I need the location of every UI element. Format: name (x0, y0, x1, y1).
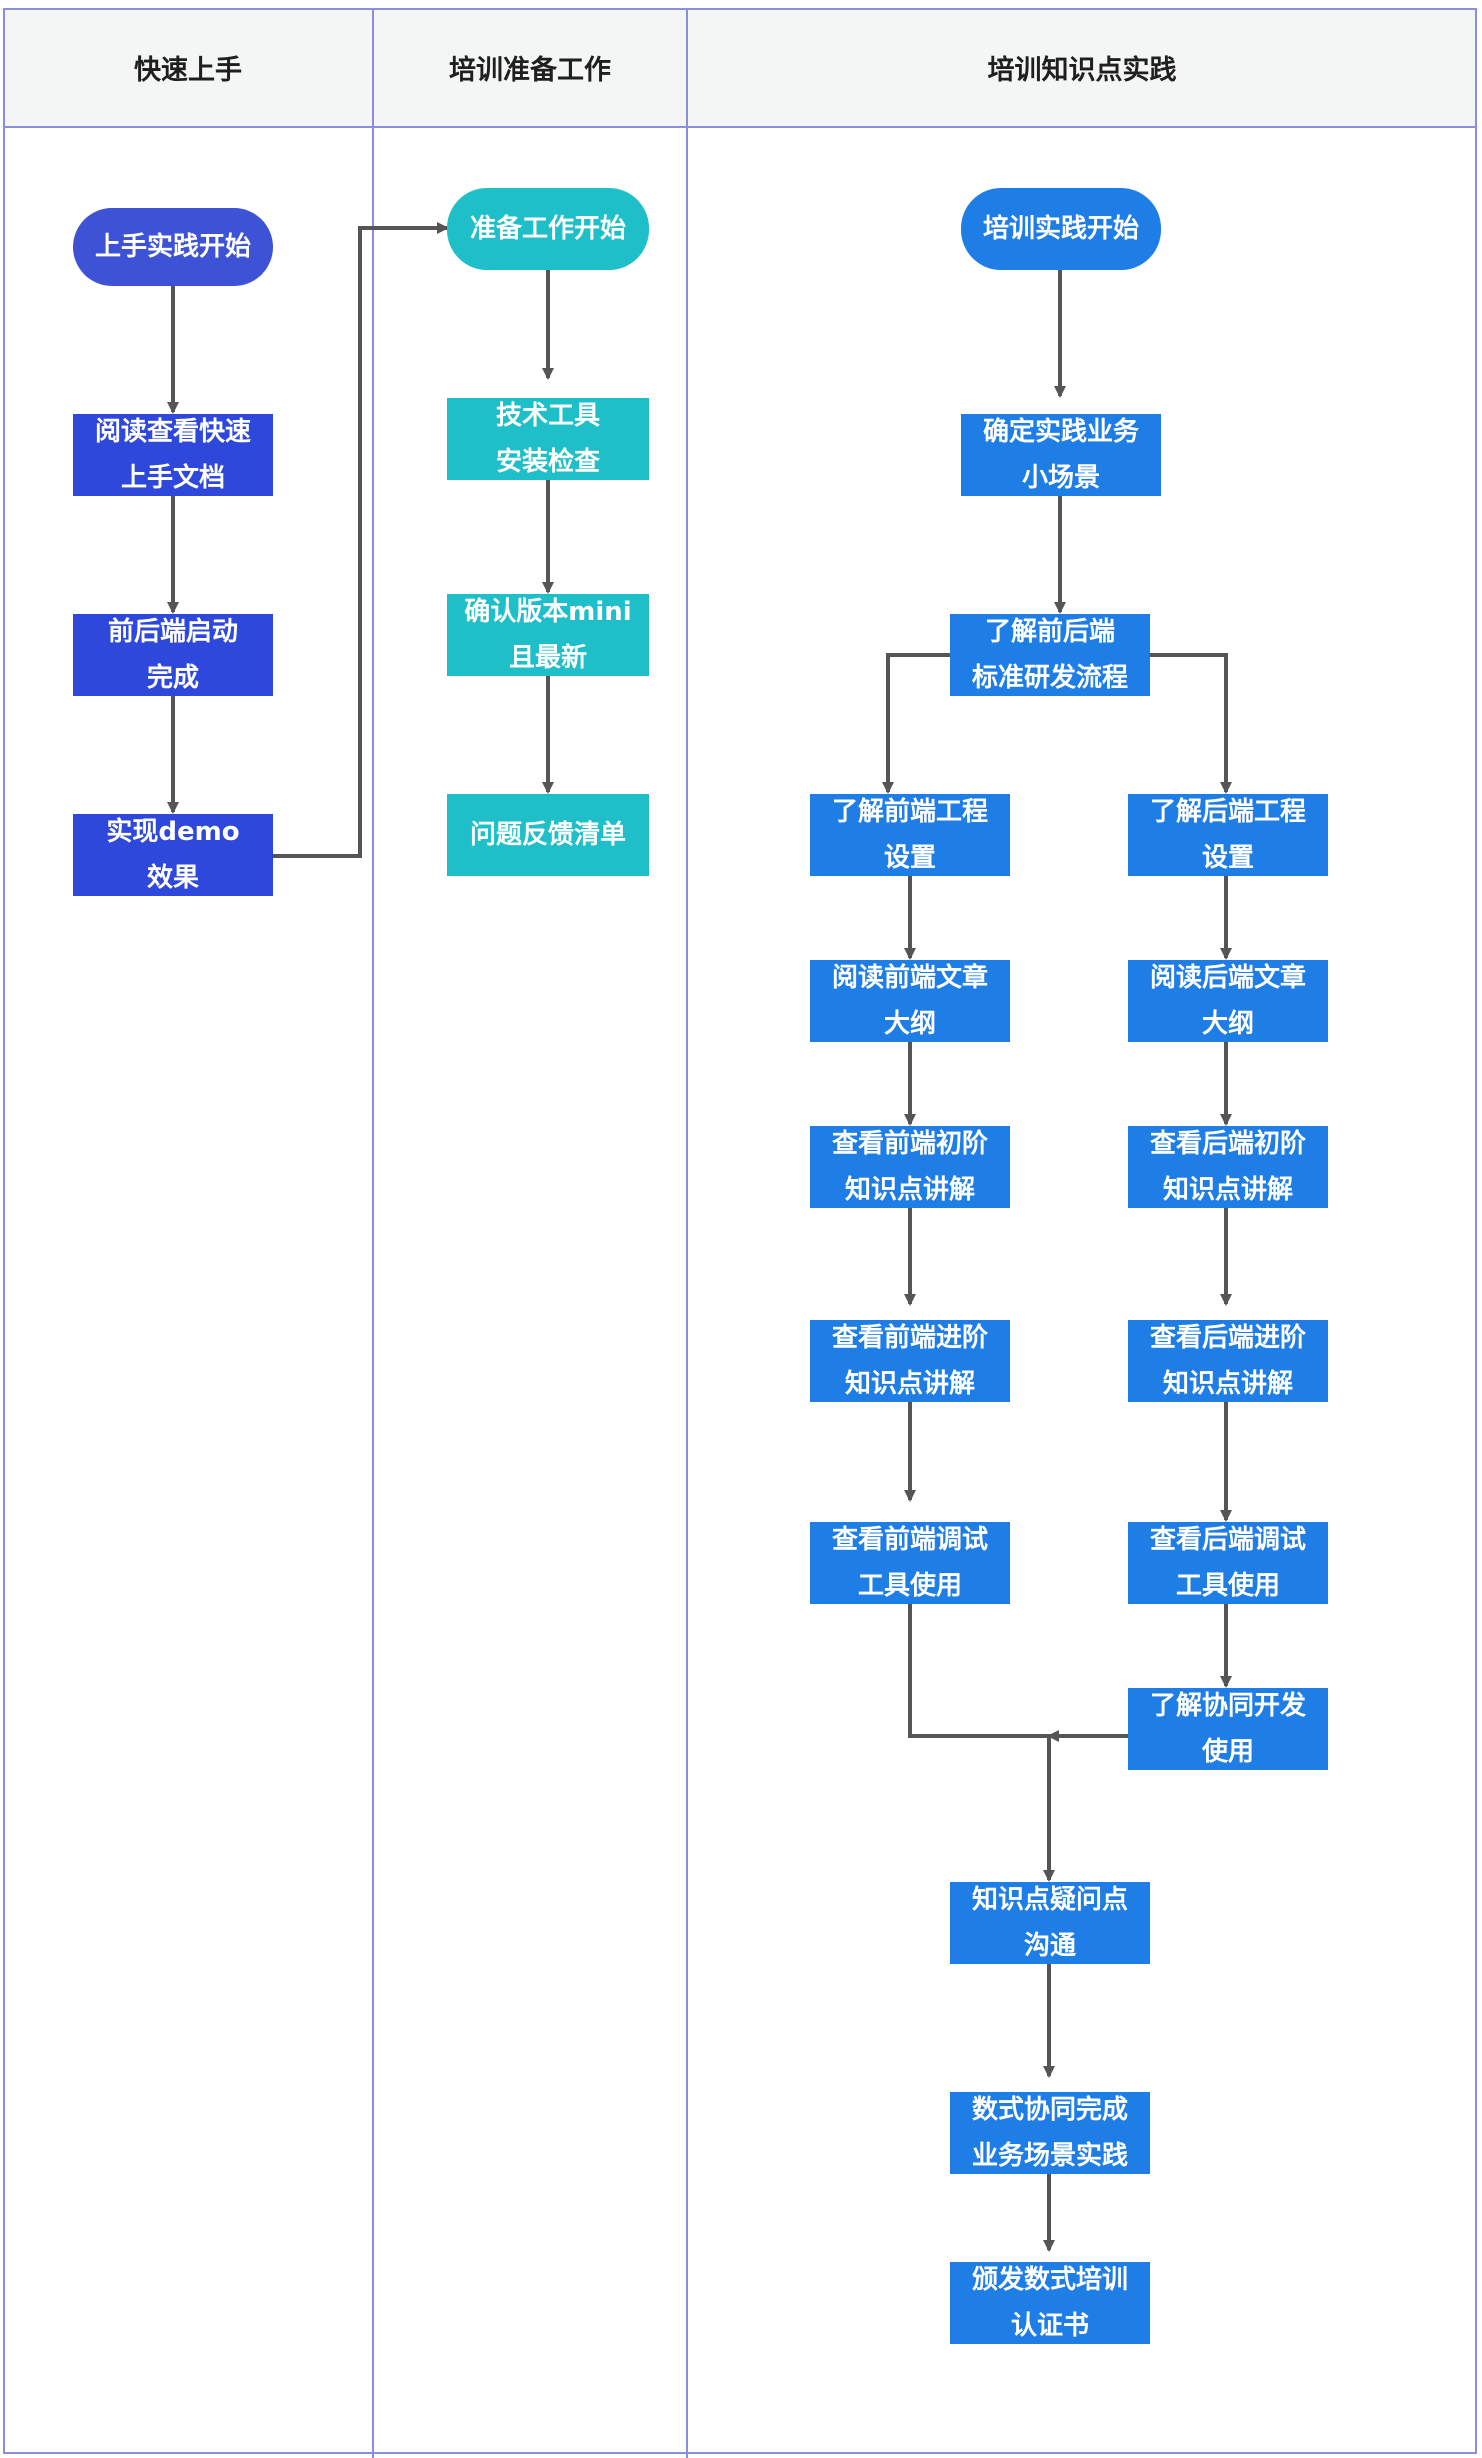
node-prep-start[interactable]: 准备工作开始 (447, 188, 649, 270)
node-be-debug[interactable]: 查看后端调试 工具使用 (1128, 1522, 1328, 1604)
node-be-basic[interactable]: 查看后端初阶 知识点讲解 (1128, 1126, 1328, 1208)
node-be-setup[interactable]: 了解后端工程 设置 (1128, 794, 1328, 876)
edge-qs-demo-prep (272, 222, 449, 858)
node-prep-feedback[interactable]: 问题反馈清单 (447, 794, 649, 876)
edge-pr-flow-fe (882, 653, 950, 794)
node-prep-version[interactable]: 确认版本mini 且最新 (447, 594, 649, 676)
lane-divider-2 (686, 8, 688, 2458)
node-fe-basic[interactable]: 查看前端初阶 知识点讲解 (810, 1126, 1010, 1208)
node-complete[interactable]: 数式协同完成 业务场景实践 (950, 2092, 1150, 2174)
node-fe-adv[interactable]: 查看前端进阶 知识点讲解 (810, 1320, 1010, 1402)
node-fe-setup[interactable]: 了解前端工程 设置 (810, 794, 1010, 876)
node-qs-boot[interactable]: 前后端启动 完成 (73, 614, 273, 696)
node-prep-tools[interactable]: 技术工具 安装检查 (447, 398, 649, 480)
node-qs-start[interactable]: 上手实践开始 (73, 208, 273, 286)
node-be-outline[interactable]: 阅读后端文章 大纲 (1128, 960, 1328, 1042)
lane-divider-1 (372, 8, 374, 2458)
node-pr-scene[interactable]: 确定实践业务 小场景 (961, 414, 1161, 496)
node-collab[interactable]: 了解协同开发 使用 (1128, 1688, 1328, 1770)
node-be-adv[interactable]: 查看后端进阶 知识点讲解 (1128, 1320, 1328, 1402)
lane-header-practice: 培训知识点实践 (687, 8, 1477, 128)
node-qa[interactable]: 知识点疑问点 沟通 (950, 1882, 1150, 1964)
node-qs-read[interactable]: 阅读查看快速 上手文档 (73, 414, 273, 496)
lane-header-quickstart: 快速上手 (3, 8, 373, 128)
edge-fe-debug-qa (908, 1604, 1055, 1882)
diagram-frame (3, 8, 1477, 2454)
node-fe-outline[interactable]: 阅读前端文章 大纲 (810, 960, 1010, 1042)
node-pr-flow[interactable]: 了解前后端 标准研发流程 (950, 614, 1150, 696)
lane-header-prep: 培训准备工作 (373, 8, 687, 128)
edge-pr-flow-be (1148, 653, 1232, 794)
node-qs-demo[interactable]: 实现demo 效果 (73, 814, 273, 896)
node-cert[interactable]: 颁发数式培训 认证书 (950, 2262, 1150, 2344)
node-fe-debug[interactable]: 查看前端调试 工具使用 (810, 1522, 1010, 1604)
node-pr-start[interactable]: 培训实践开始 (961, 188, 1161, 270)
